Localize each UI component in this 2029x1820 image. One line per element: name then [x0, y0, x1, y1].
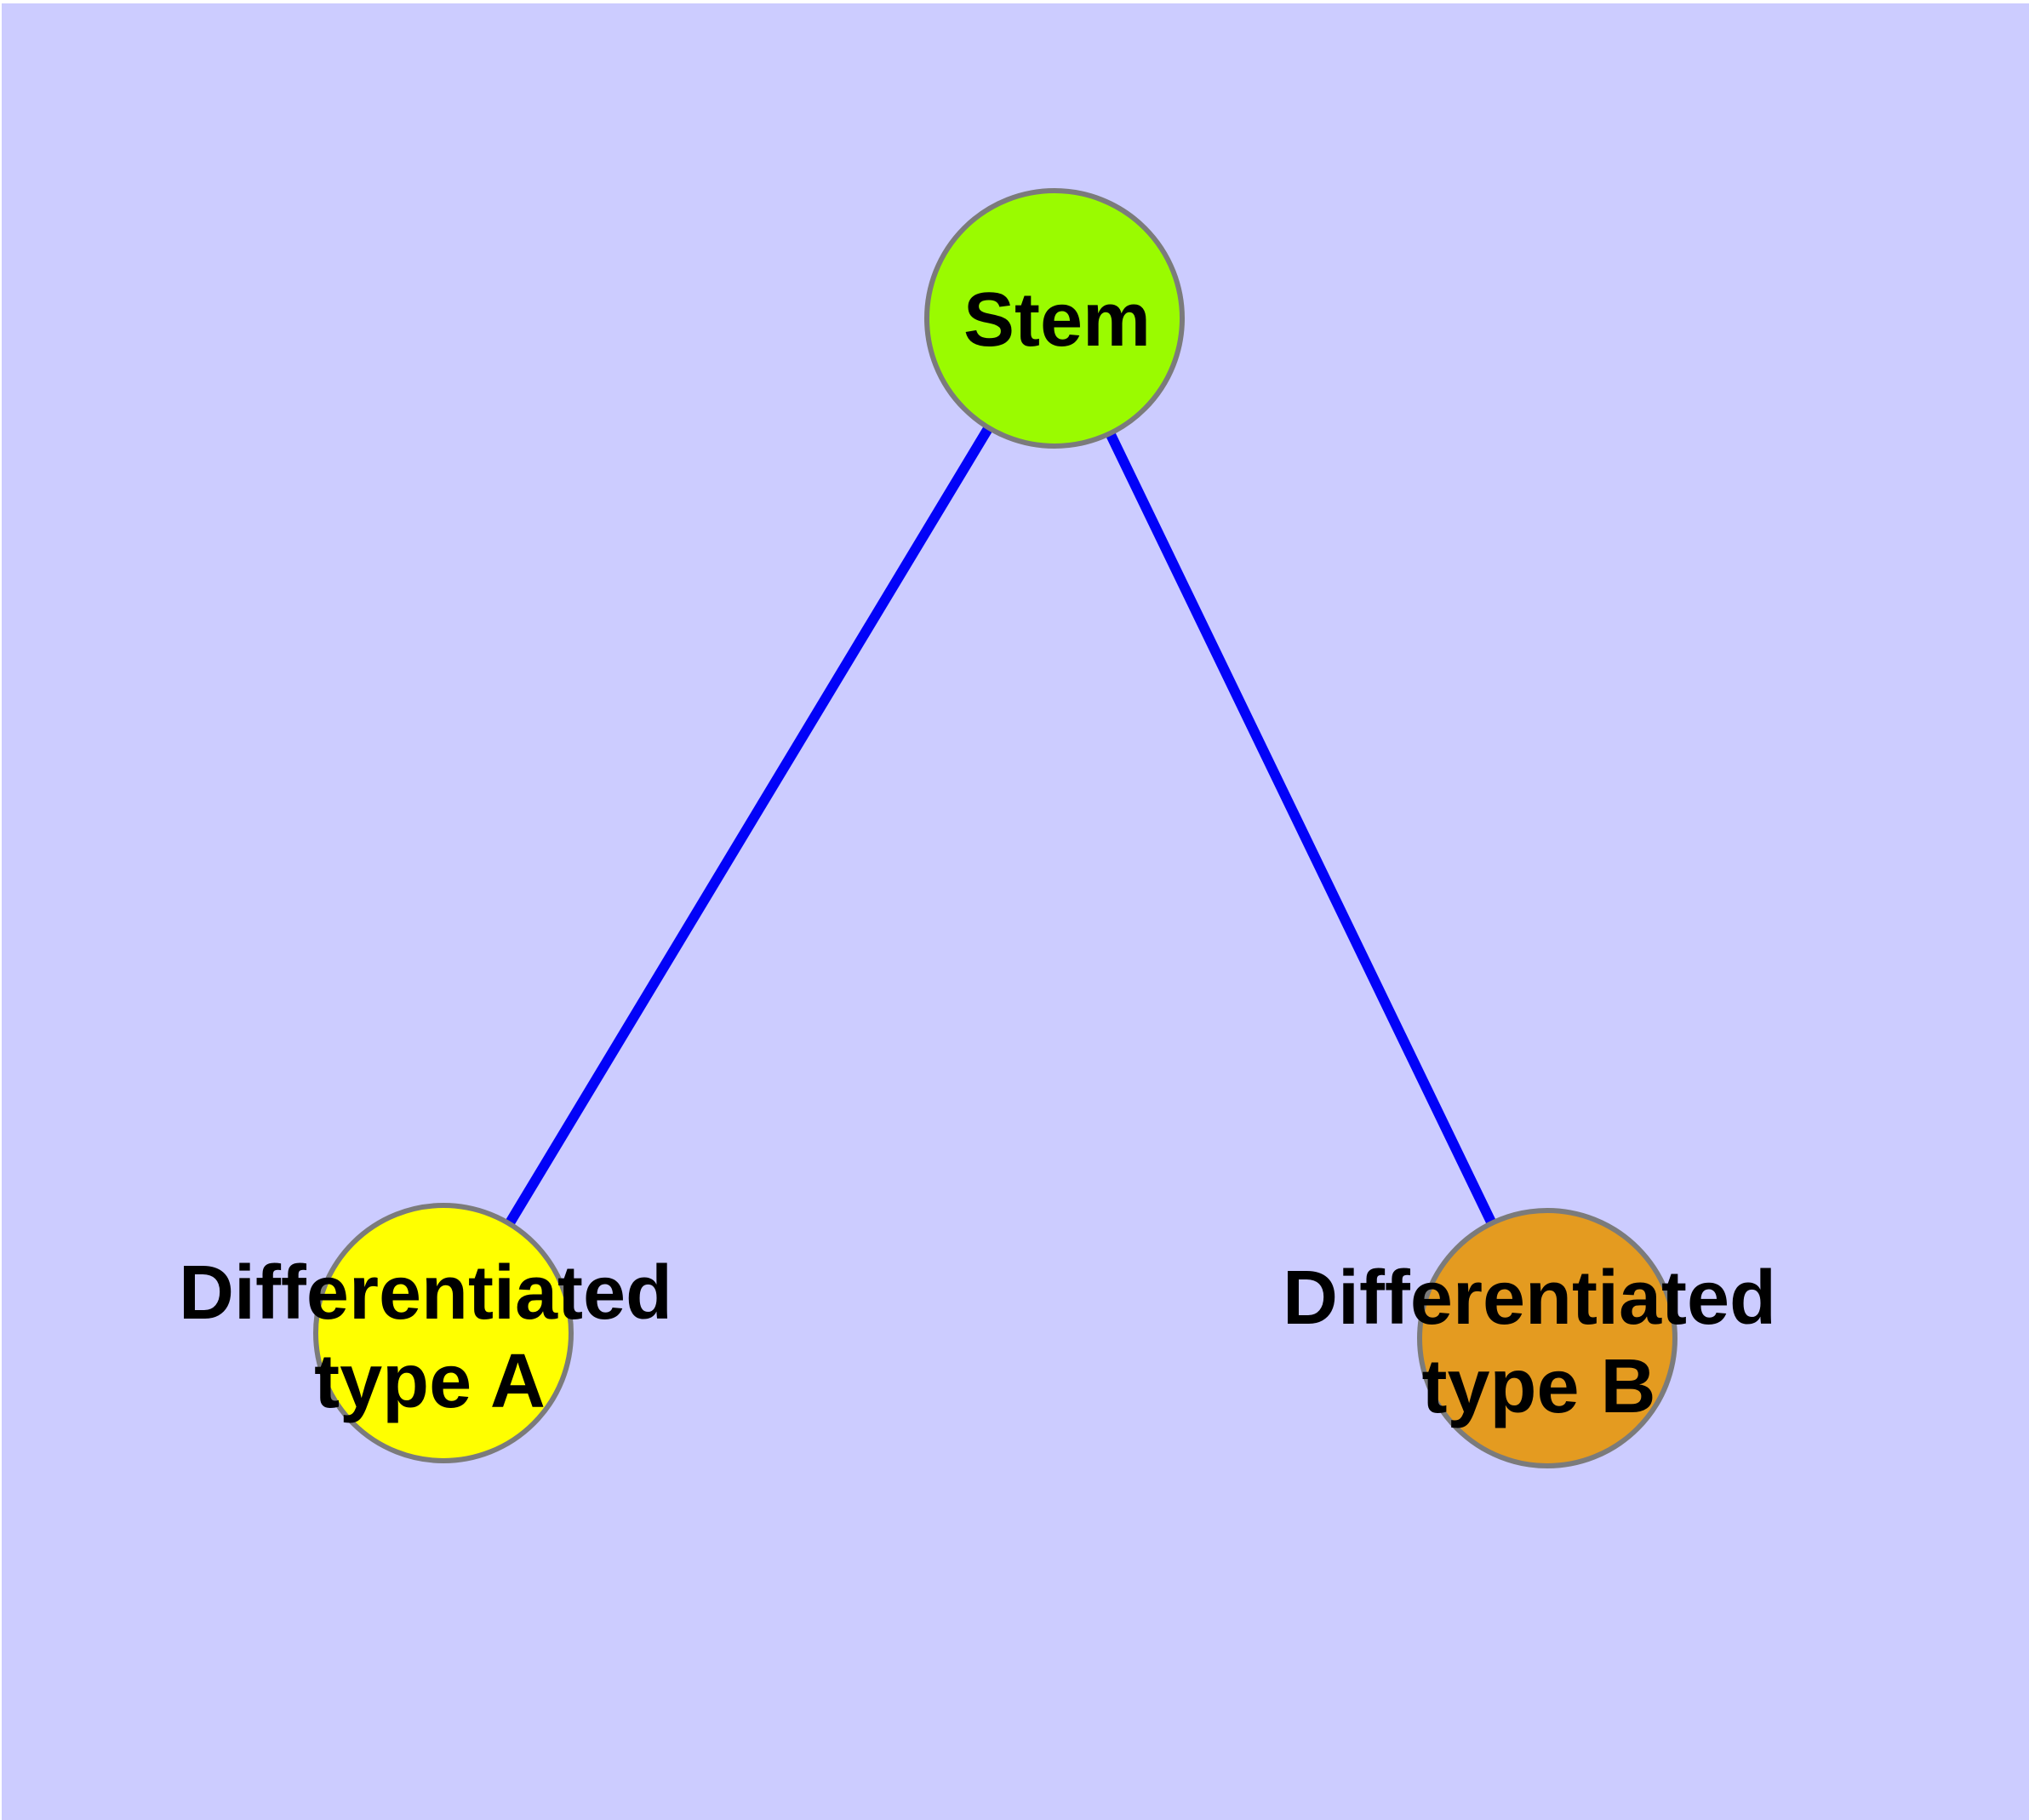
node-stem [924, 188, 1185, 449]
node-stem-label: Stem [963, 278, 1151, 363]
edge-stem-to-type-a [438, 315, 1060, 1336]
node-type-b-label-line1: Differentiated [1283, 1256, 1776, 1341]
node-type-b-label-line2: type B [1421, 1344, 1655, 1429]
edge-stem-to-type-b [1049, 316, 1552, 1341]
node-type-a-label-line2: type A [314, 1339, 546, 1424]
node-differentiated-type-b [1417, 1208, 1677, 1468]
node-type-a-label-line1: Differentiated [179, 1251, 672, 1336]
node-differentiated-type-a [313, 1203, 574, 1463]
